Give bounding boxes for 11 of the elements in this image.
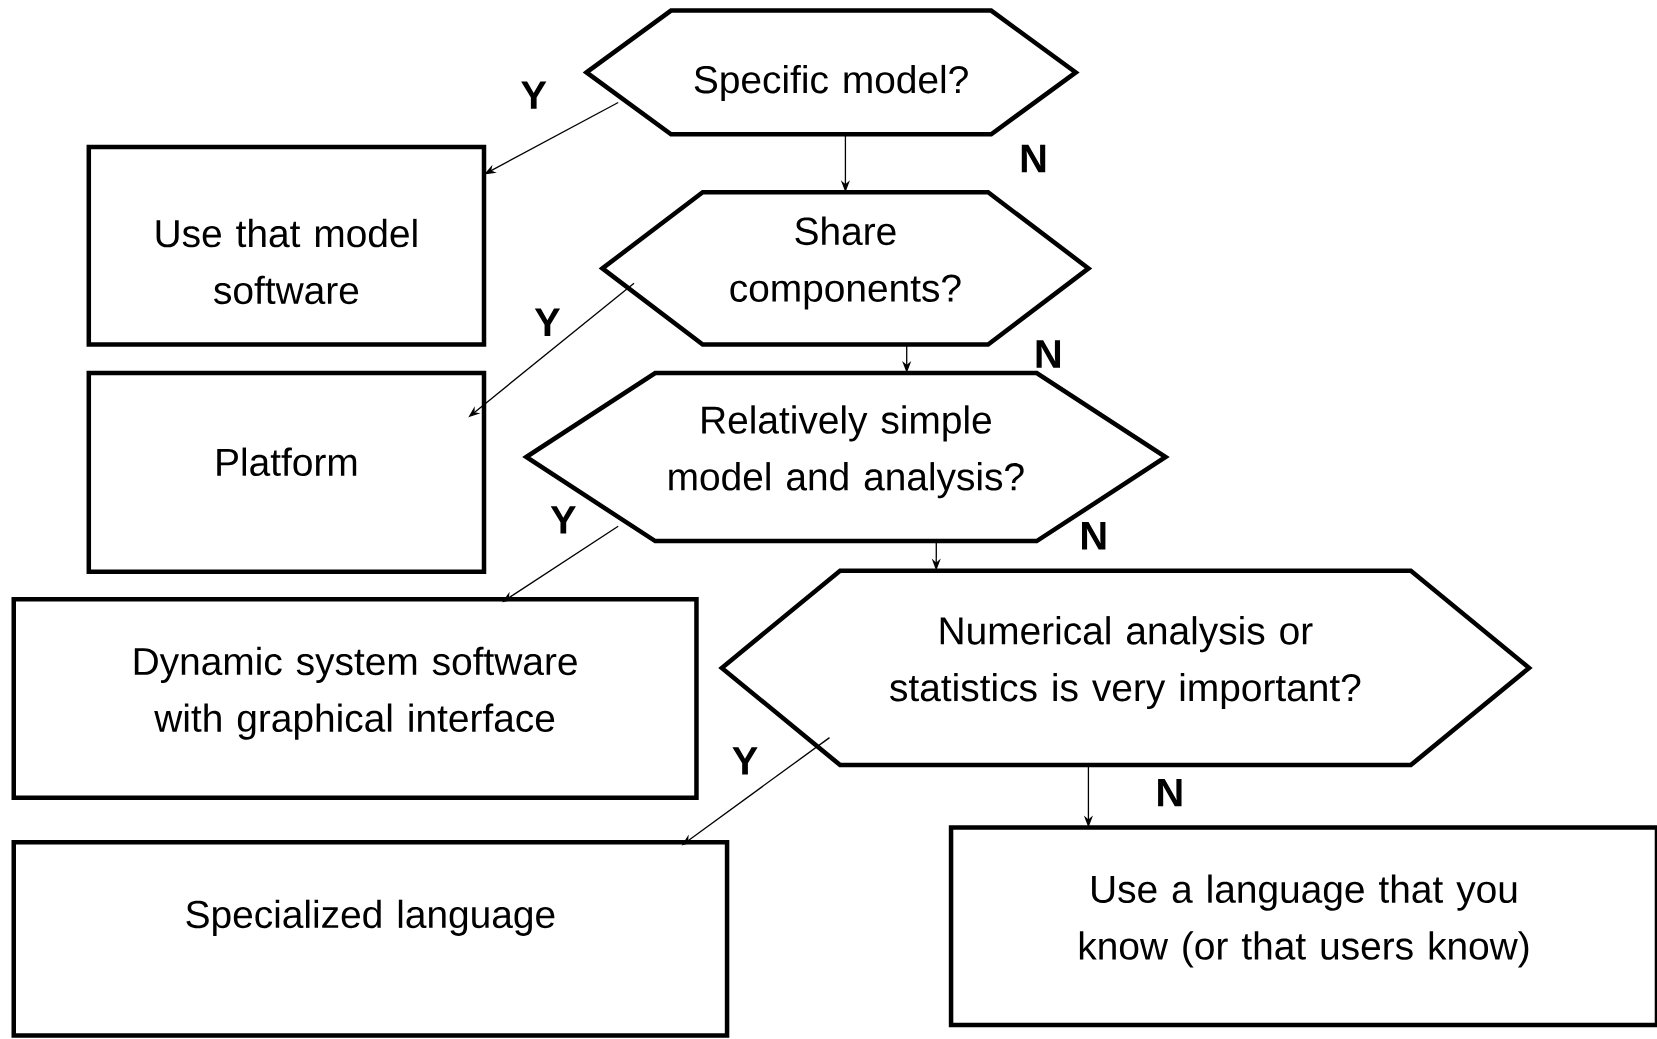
process-box: Specialized language — [11, 839, 730, 1038]
process-box: Use a language that you know (or that users know) — [948, 825, 1657, 1028]
process-box: Dynamic system software with graphical interface — [11, 596, 699, 801]
edge-label: Y — [549, 505, 578, 535]
edge-label: N — [1018, 143, 1049, 174]
edge-label: Y — [533, 307, 562, 337]
edge-label: N — [1078, 521, 1110, 551]
edge-label: Y — [519, 80, 548, 110]
process-box: Use that model software — [86, 144, 487, 347]
edge-label: N — [1154, 777, 1186, 808]
process-box: Platform — [86, 370, 487, 574]
